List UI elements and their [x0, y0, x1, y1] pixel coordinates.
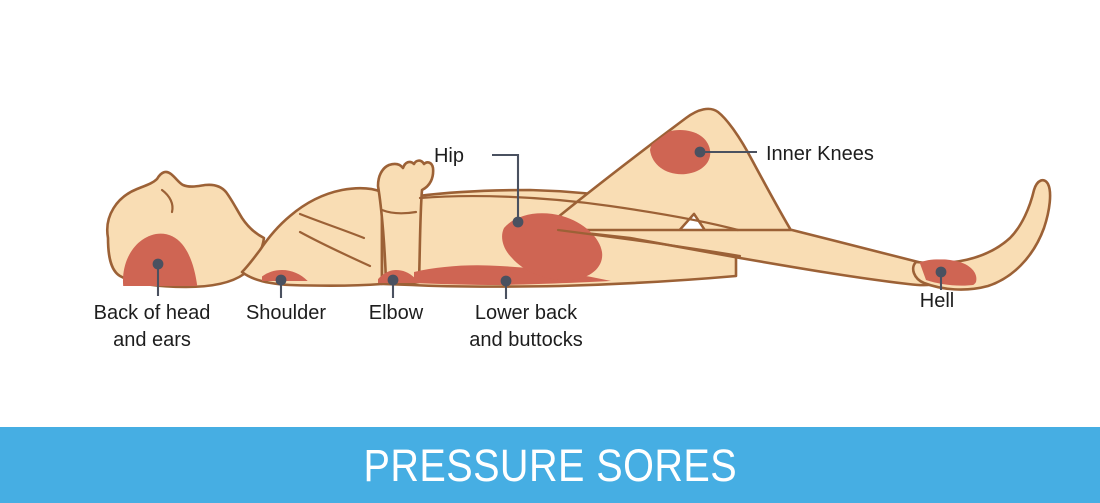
forearm-hand-shape	[376, 159, 435, 285]
callout-labels: Back of head and ears Shoulder Elbow Low…	[94, 143, 955, 351]
neck-shoulder-shape	[240, 186, 384, 287]
dot-inner-knees	[694, 146, 706, 158]
label-lower-back-and-buttocks-line2: and buttocks	[469, 329, 582, 351]
sore-hip	[502, 213, 603, 281]
wrist-contour	[380, 208, 418, 215]
dot-lower-back	[500, 275, 512, 287]
sore-shoulder	[262, 270, 316, 281]
leader-dots	[152, 146, 947, 287]
title-banner: PRESSURE SORES	[0, 427, 1100, 503]
shoulder-blade-contour	[298, 212, 366, 240]
label-hell: Hell	[920, 290, 954, 312]
body-contour-lines	[160, 188, 742, 268]
label-back-of-head-and-ears-line2: and ears	[113, 329, 191, 351]
leader-hip	[492, 153, 520, 222]
torso-back-contour	[418, 194, 740, 232]
label-lower-back-and-buttocks-line1: Lower back	[475, 302, 578, 324]
dot-elbow	[387, 274, 399, 286]
banner-title-text: PRESSURE SORES	[363, 439, 737, 491]
dot-back-of-head	[152, 258, 164, 270]
dot-hell	[935, 266, 947, 278]
lower-leg-shape	[556, 228, 947, 287]
ear-contour	[160, 188, 174, 214]
label-inner-knees: Inner Knees	[766, 143, 874, 165]
label-hip: Hip	[434, 145, 464, 167]
dot-hip	[512, 216, 524, 228]
dot-shoulder	[275, 274, 287, 286]
foot-shape	[911, 178, 1052, 291]
label-back-of-head-and-ears-line1: Back of head	[94, 302, 211, 324]
upper-arm-contour	[298, 230, 372, 268]
leg-separation-contour	[556, 228, 742, 258]
label-shoulder: Shoulder	[246, 302, 326, 324]
sore-lower-back	[414, 265, 620, 285]
sore-inner-knees	[650, 130, 711, 175]
label-elbow: Elbow	[369, 302, 424, 324]
